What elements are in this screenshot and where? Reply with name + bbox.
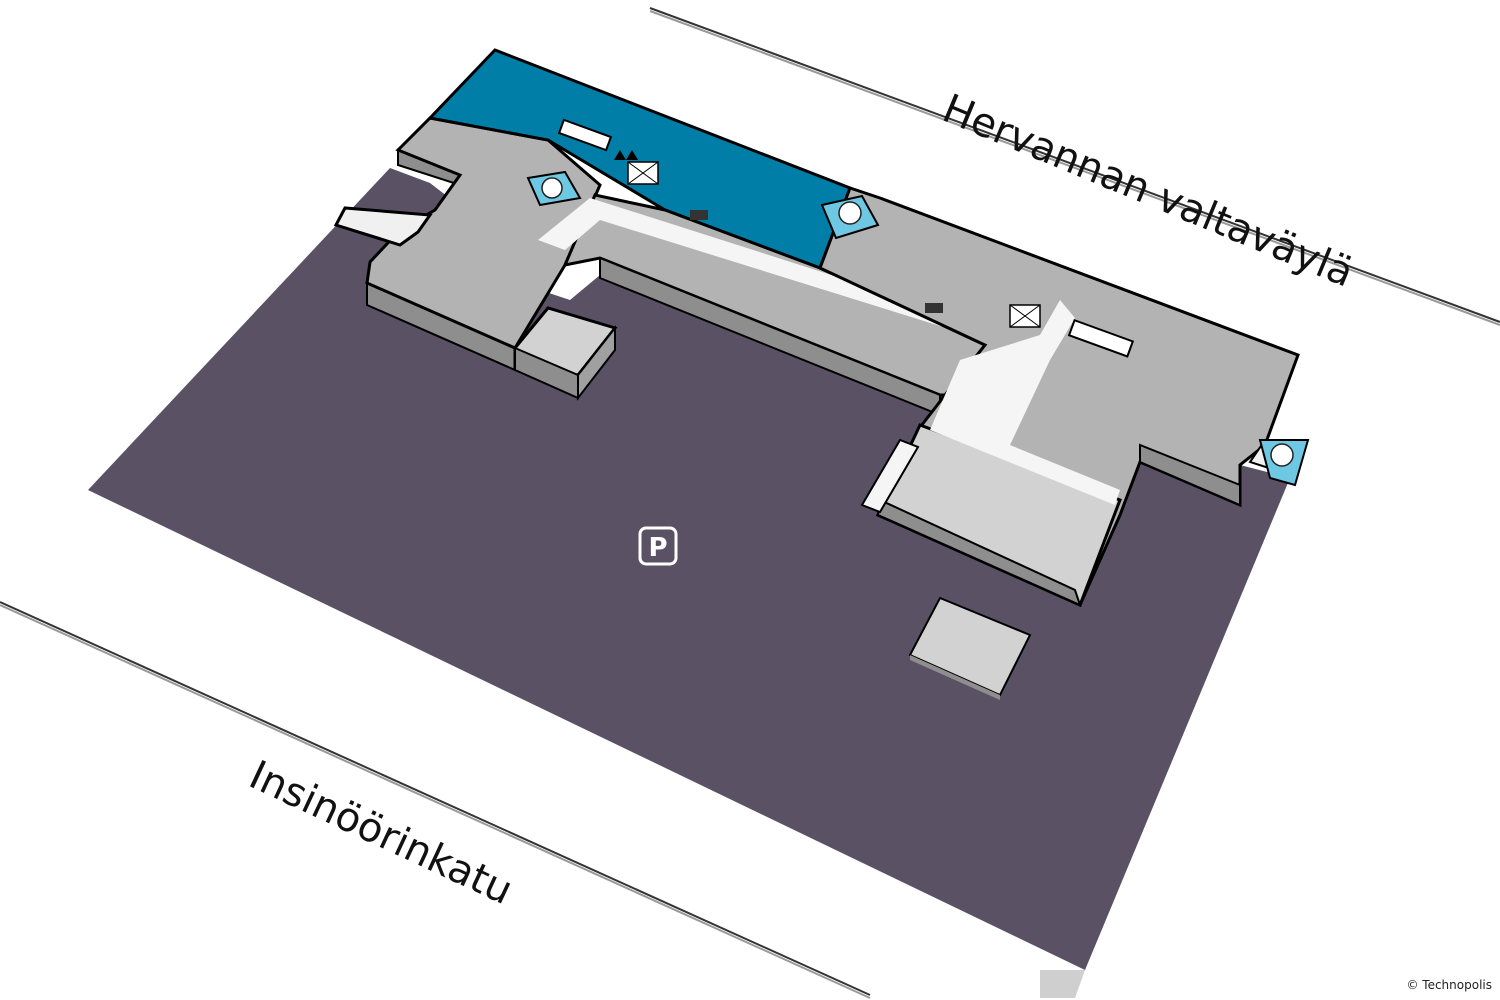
- elevator-icon: [557, 118, 1135, 358]
- parking-sign[interactable]: P: [638, 526, 678, 566]
- annex-corridor[interactable]: [333, 206, 433, 247]
- parking-area-fade: [1040, 970, 1085, 998]
- stairs-icon: [820, 194, 880, 240]
- wall-side: [577, 325, 616, 401]
- corridor-path[interactable]: [538, 198, 1050, 360]
- wall-side: [1139, 443, 1241, 507]
- pillar: [690, 210, 708, 220]
- toilet-icon: [627, 161, 1041, 328]
- corridor-path[interactable]: [930, 300, 1120, 505]
- stairs-icon: [526, 170, 582, 207]
- parking-icon: P: [648, 533, 667, 563]
- copyright-notice: © Technopolis: [1406, 978, 1492, 992]
- stairs-icon: [1258, 439, 1310, 487]
- street-edge-north: [649, 7, 1500, 323]
- entrance-ramp[interactable]: [860, 438, 920, 514]
- stairs-step-icon: [614, 150, 638, 160]
- pillar: [925, 303, 943, 313]
- street-edge-south-shadow: [0, 604, 871, 999]
- street-edge-north-shadow: [649, 10, 1500, 326]
- wall-side: [910, 655, 1000, 700]
- street-edge-south: [0, 601, 871, 996]
